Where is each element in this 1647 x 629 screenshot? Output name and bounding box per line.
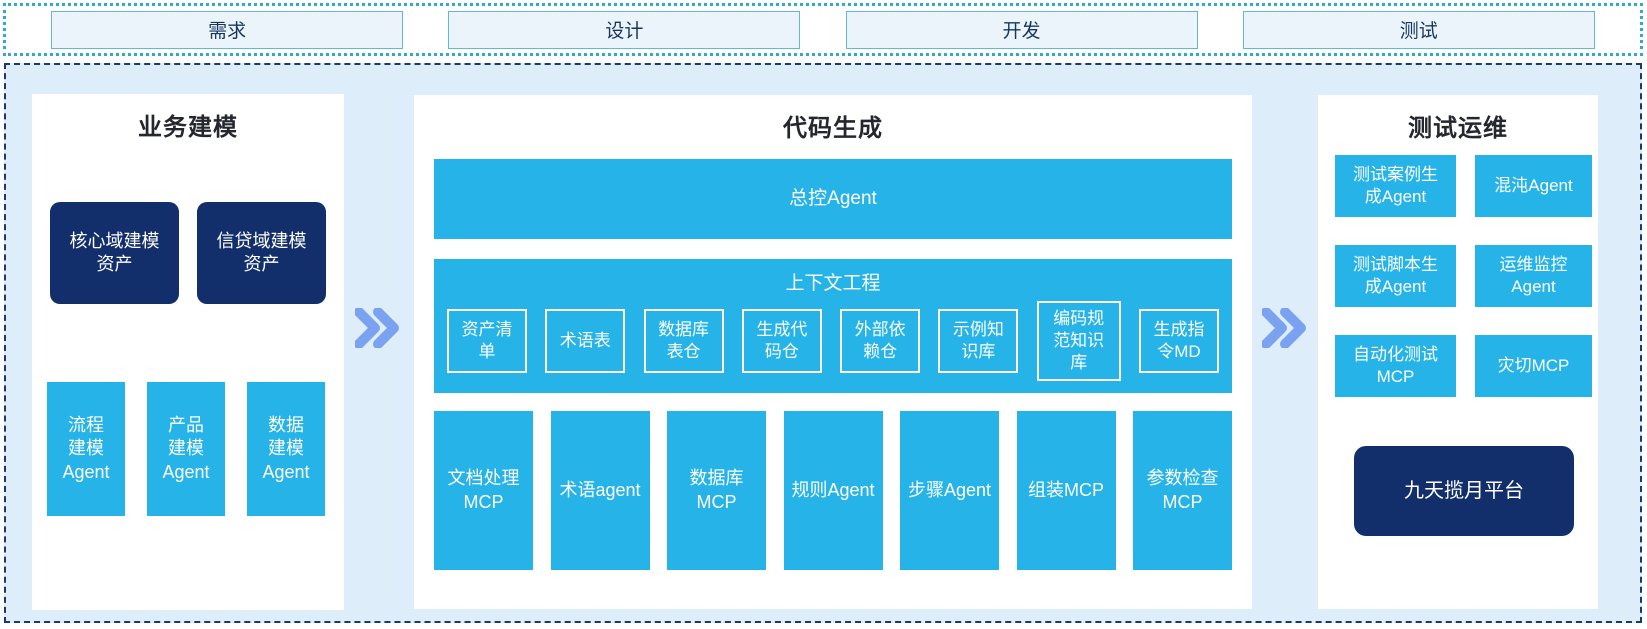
- asset-list-item: 资产清 单: [447, 309, 527, 373]
- test-ops-panel: 测试运维 测试案例生 成Agent 混沌Agent 测试脚本生 成Agent 运…: [1318, 95, 1598, 609]
- test-case-generation-agent-box: 测试案例生 成Agent: [1335, 155, 1456, 217]
- master-agent-bar: 总控Agent: [434, 159, 1232, 239]
- credit-domain-asset-box: 信贷域建模 资产: [197, 202, 326, 304]
- code-generation-panel: 代码生成 总控Agent 上下文工程 资产清 单 术语表 数据库 表仓 生成代 …: [414, 95, 1252, 609]
- document-processing-mcp-box: 文档处理 MCP: [434, 411, 533, 570]
- rule-agent-box: 规则Agent: [783, 411, 883, 570]
- phase-strip: 需求 设计 开发 测试: [3, 3, 1643, 56]
- glossary-agent-box: 术语agent: [550, 411, 650, 570]
- code-generation-title: 代码生成: [783, 115, 883, 142]
- phase-box-development: 开发: [845, 10, 1198, 49]
- double-chevron-right-icon: [354, 307, 399, 349]
- phase-box-testing: 测试: [1242, 10, 1595, 49]
- double-chevron-right-icon: [1261, 307, 1306, 349]
- step-agent-box: 步骤Agent: [900, 411, 999, 570]
- external-dependency-repo-item: 外部依 赖仓: [840, 309, 921, 373]
- product-modeling-agent-box: 产品 建模 Agent: [147, 382, 225, 516]
- modeling-agent-row: 流程 建模 Agent 产品 建模 Agent 数据 建模 Agent: [47, 382, 325, 516]
- test-script-generation-agent-box: 测试脚本生 成Agent: [1335, 245, 1456, 307]
- database-mcp-box: 数据库 MCP: [667, 411, 766, 570]
- test-ops-title: 测试运维: [1408, 115, 1508, 142]
- data-modeling-agent-box: 数据 建模 Agent: [247, 382, 325, 516]
- ops-monitoring-agent-box: 运维监控 Agent: [1475, 245, 1592, 307]
- business-modeling-title: 业务建模: [138, 114, 238, 141]
- example-knowledge-base-item: 示例知 识库: [938, 309, 1019, 373]
- glossary-item: 术语表: [545, 309, 626, 373]
- jiutian-lanyue-platform-box: 九天揽月平台: [1354, 446, 1574, 536]
- disaster-switch-mcp-box: 灾切MCP: [1475, 335, 1592, 397]
- phase-box-requirements: 需求: [51, 10, 404, 49]
- parameter-check-mcp-box: 参数检查 MCP: [1133, 411, 1232, 570]
- chaos-agent-box: 混沌Agent: [1475, 155, 1592, 217]
- database-table-repo-item: 数据库 表仓: [643, 309, 724, 373]
- context-engineering-title: 上下文工程: [785, 273, 881, 294]
- phase-box-design: 设计: [448, 10, 801, 49]
- generated-code-repo-item: 生成代 码仓: [741, 309, 822, 373]
- business-modeling-panel: 业务建模 核心域建模 资产 信贷域建模 资产 流程 建模 Agent 产品 建模…: [32, 94, 344, 610]
- test-ops-grid: 测试案例生 成Agent 混沌Agent 测试脚本生 成Agent 运维监控 A…: [1335, 155, 1592, 397]
- context-engineering-box: 上下文工程 资产清 单 术语表 数据库 表仓 生成代 码仓 外部依 赖仓 示例知…: [434, 259, 1232, 393]
- context-item-row: 资产清 单 术语表 数据库 表仓 生成代 码仓 外部依 赖仓 示例知 识库 编码…: [434, 295, 1232, 387]
- tool-box-row: 文档处理 MCP 术语agent 数据库 MCP 规则Agent 步骤Agent…: [434, 411, 1232, 570]
- process-modeling-agent-box: 流程 建模 Agent: [47, 382, 125, 516]
- core-domain-asset-box: 核心域建模 资产: [50, 202, 179, 304]
- coding-standard-knowledge-base-item: 编码规 范知识 库: [1036, 301, 1121, 381]
- assembly-mcp-box: 组装MCP: [1016, 411, 1116, 570]
- main-panel: 业务建模 核心域建模 资产 信贷域建模 资产 流程 建模 Agent 产品 建模…: [4, 63, 1642, 623]
- automated-testing-mcp-box: 自动化测试 MCP: [1335, 335, 1456, 397]
- asset-box-row: 核心域建模 资产 信贷域建模 资产: [50, 202, 326, 304]
- generation-instruction-md-item: 生成指 令MD: [1138, 309, 1219, 373]
